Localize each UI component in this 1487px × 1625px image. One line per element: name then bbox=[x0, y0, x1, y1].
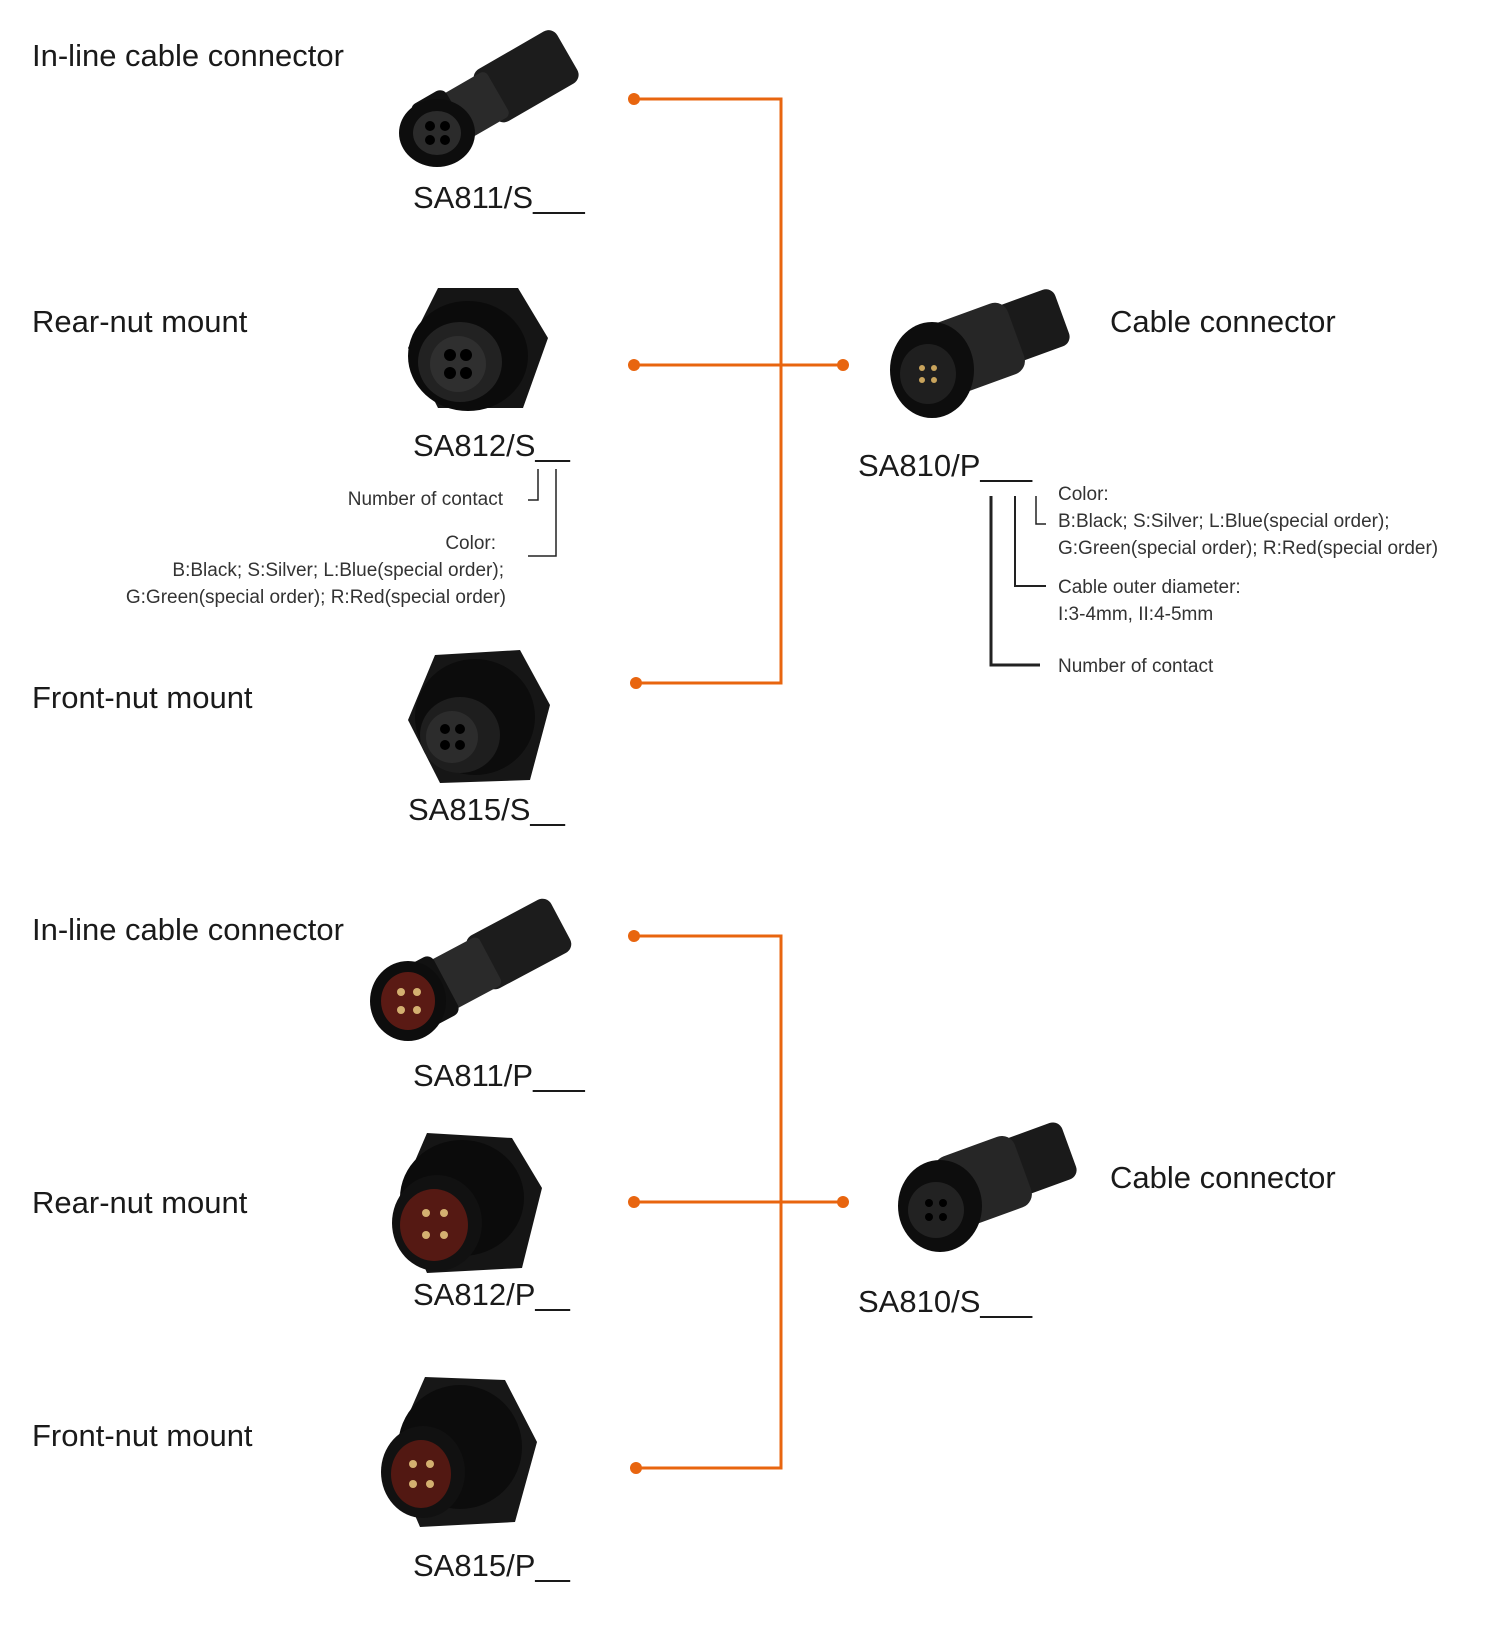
category-label: In-line cable connector bbox=[32, 912, 344, 947]
legend-diameter-values: I:3-4mm, II:4-5mm bbox=[1058, 604, 1214, 625]
link-dot bbox=[837, 1196, 849, 1208]
part-number: SA815/S__ bbox=[408, 792, 565, 827]
legend-color-title: Color: bbox=[445, 533, 496, 554]
inline-connector-female-icon bbox=[399, 30, 579, 167]
bracket-number-right bbox=[989, 496, 1040, 667]
rear-nut-receptacle-female-icon bbox=[408, 288, 548, 411]
category-label: Rear-nut mount bbox=[32, 1185, 248, 1220]
front-nut-receptacle-male-icon bbox=[381, 1377, 537, 1527]
legend-number-of-contact: Number of contact bbox=[1058, 656, 1214, 677]
category-label: Front-nut mount bbox=[32, 1418, 253, 1453]
legend-color-line: G:Green(special order); R:Red(special or… bbox=[125, 587, 506, 608]
part-number: SA811/S___ bbox=[413, 180, 585, 215]
category-label: In-line cable connector bbox=[32, 38, 344, 73]
rear-nut-receptacle-male-icon bbox=[392, 1133, 542, 1273]
category-label: Cable connector bbox=[1110, 304, 1336, 339]
legend-color-title: Color: bbox=[1058, 484, 1109, 505]
link-dot bbox=[628, 93, 640, 105]
link-dot bbox=[630, 677, 642, 689]
category-label: Front-nut mount bbox=[32, 680, 253, 715]
part-number: SA811/P___ bbox=[413, 1058, 585, 1093]
bracket-number-left bbox=[528, 469, 539, 501]
legend-number-of-contact: Number of contact bbox=[347, 489, 503, 510]
part-number: SA812/P__ bbox=[413, 1277, 570, 1312]
legend-diameter-title: Cable outer diameter: bbox=[1058, 577, 1241, 598]
bracket-color-right bbox=[1035, 496, 1046, 525]
link-dot bbox=[628, 359, 640, 371]
link-dot bbox=[837, 359, 849, 371]
inline-connector-male-icon bbox=[370, 898, 572, 1041]
link-dot bbox=[628, 1196, 640, 1208]
part-number: SA810/P___ bbox=[858, 448, 1033, 483]
link-dot bbox=[630, 1462, 642, 1474]
legend-color-line: G:Green(special order); R:Red(special or… bbox=[1058, 538, 1439, 559]
bracket-color-left bbox=[528, 469, 557, 557]
cable-connector-female-icon bbox=[898, 1122, 1077, 1252]
legend-color-line: B:Black; S:Silver; L:Blue(special order)… bbox=[1058, 511, 1390, 532]
category-label: Rear-nut mount bbox=[32, 304, 248, 339]
link-line-sa811-s bbox=[633, 97, 783, 685]
part-number: SA812/S__ bbox=[413, 428, 570, 463]
part-number: SA815/P__ bbox=[413, 1548, 570, 1583]
front-nut-receptacle-female-icon bbox=[408, 650, 550, 783]
link-dot bbox=[628, 930, 640, 942]
bracket-diameter-right bbox=[1014, 496, 1046, 587]
part-number: SA810/S___ bbox=[858, 1284, 1033, 1319]
cable-connector-male-icon bbox=[890, 289, 1070, 418]
legend-color-line: B:Black; S:Silver; L:Blue(special order)… bbox=[172, 560, 504, 581]
category-label: Cable connector bbox=[1110, 1160, 1336, 1195]
